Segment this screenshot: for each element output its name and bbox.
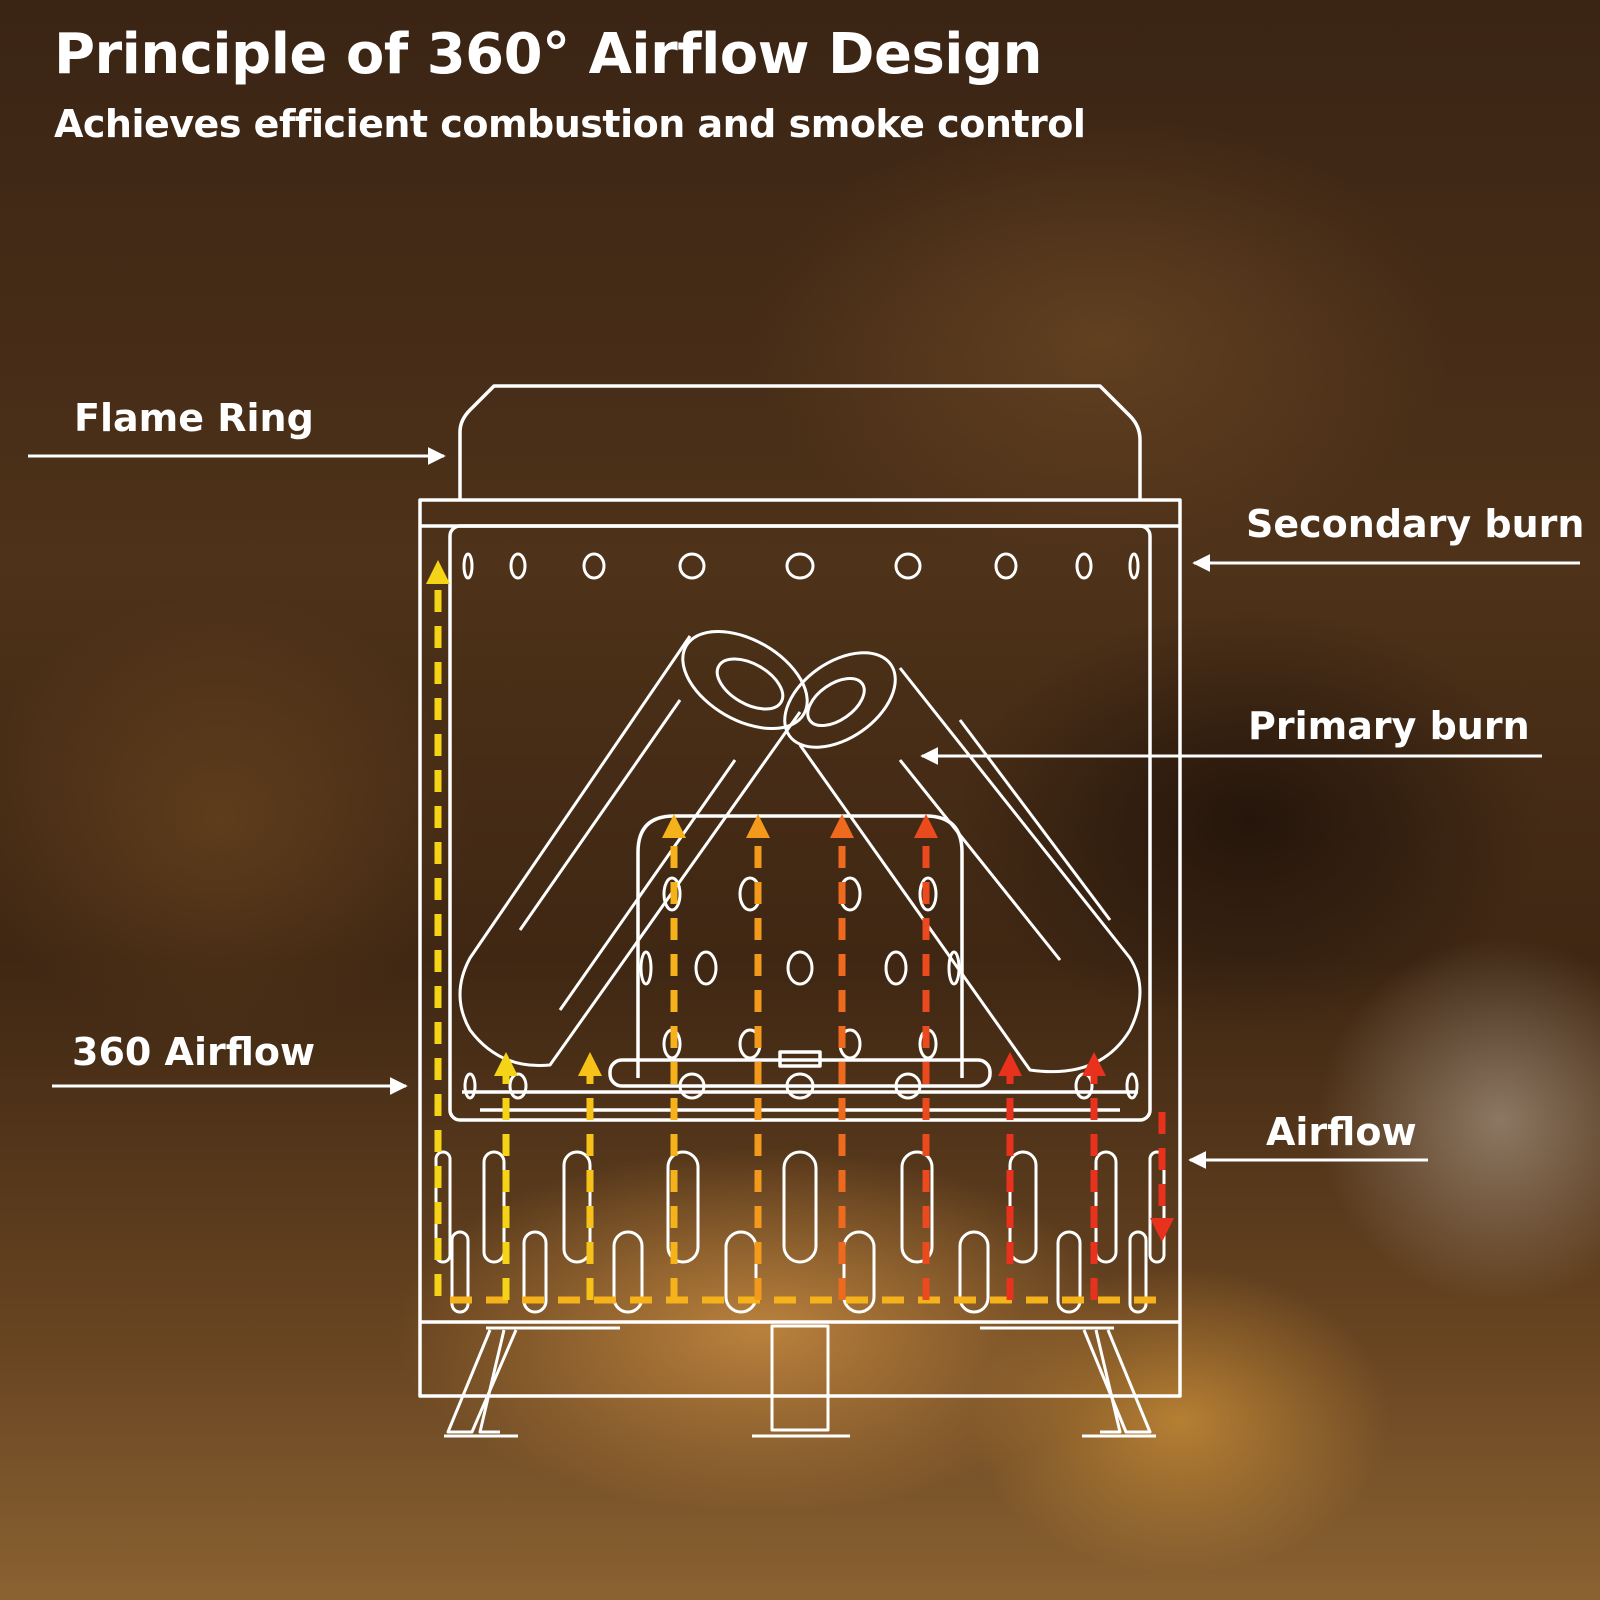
arrowhead-7 [998,1052,1022,1076]
airflow-label: Airflow [1266,1110,1417,1154]
flame-ring-label: Flame Ring [74,396,314,440]
log-left [458,635,802,1068]
primary-burn-label: Primary burn [1248,704,1530,748]
callout-lines [28,447,1580,1169]
inner-chamber [448,524,1152,1122]
outer-body [418,498,1182,1398]
primary-burn-holes [639,876,961,1060]
stove-legs [444,1324,1156,1438]
arrowhead-outer-left [426,560,450,584]
airflow-360-label: 360 Airflow [72,1030,316,1074]
arrowhead-3 [662,814,686,838]
arrowhead-2 [578,1052,602,1076]
log-right [798,667,1142,1074]
secondary-burn-label: Secondary burn [1246,502,1585,546]
airflow-paths [434,580,1166,1304]
secondary-burn-holes [462,552,1140,580]
airflow-arrowheads [426,560,1174,1242]
primary-burn-chamber [636,814,964,1078]
diagram-title: Principle of 360° Airflow Design [54,22,1042,87]
flame-ring [458,384,1142,500]
grate [608,1058,992,1088]
arrowhead-1 [494,1052,518,1076]
base-air-slots [434,1150,1166,1314]
arrowhead-6 [914,814,938,838]
diagram-subtitle: Achieves efficient combustion and smoke … [54,102,1086,146]
arrowhead-inlet-right [1150,1218,1174,1242]
arrowhead-8 [1082,1052,1106,1076]
arrowhead-5 [830,814,854,838]
arrowhead-4 [746,814,770,838]
firewood-logs [458,629,1142,1074]
stove-outline [418,384,1182,1438]
